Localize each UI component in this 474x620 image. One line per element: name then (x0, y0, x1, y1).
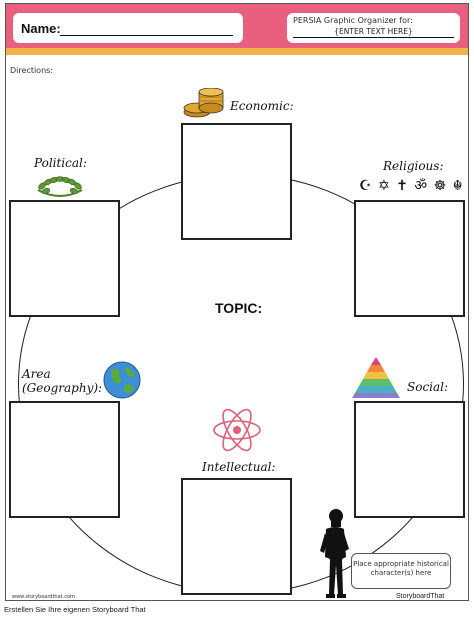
name-line (60, 35, 233, 36)
directions-label: Directions: (10, 66, 54, 75)
religious-label: Religious: (383, 159, 444, 173)
economic-box[interactable] (181, 123, 292, 240)
character-note: Place appropriate historical character(s… (351, 553, 451, 589)
social-label: Social: (407, 380, 449, 394)
website-label: www.storyboardthat.com (12, 594, 75, 600)
coins-icon (183, 88, 224, 118)
footer-text[interactable]: Erstellen Sie Ihre eigenen Storyboard Th… (4, 605, 146, 614)
organizer-value[interactable]: {ENTER TEXT HERE} (293, 27, 454, 38)
atom-icon (213, 408, 261, 452)
religious-box[interactable] (354, 200, 465, 317)
intellectual-box[interactable] (181, 478, 292, 595)
religious-symbols-icon: ☪ ✡ ✝ ॐ ☸ ☬ (359, 178, 464, 194)
storyboardthat-logo: StoryboardThat (396, 593, 445, 600)
character-silhouette-icon (320, 509, 349, 598)
political-label: Political: (34, 156, 87, 170)
laurel-wreath-icon (37, 176, 83, 197)
name-field[interactable]: Name: (13, 13, 243, 43)
area-box[interactable] (9, 401, 120, 518)
header-stripe (6, 48, 468, 55)
political-box[interactable] (9, 200, 120, 317)
organizer-title: PERSIA Graphic Organizer for: (293, 16, 413, 25)
social-box[interactable] (354, 401, 465, 518)
topic-label: TOPIC: (215, 300, 263, 316)
organizer-title-field[interactable]: PERSIA Graphic Organizer for: {ENTER TEX… (287, 13, 460, 43)
globe-icon (103, 361, 141, 399)
area-label: Area (Geography): (22, 367, 103, 395)
intellectual-label: Intellectual: (202, 460, 276, 474)
worksheet: Name: PERSIA Graphic Organizer for: {ENT… (5, 3, 469, 601)
social-pyramid-icon (352, 357, 400, 398)
header-bar: Name: PERSIA Graphic Organizer for: {ENT… (6, 4, 468, 48)
name-label: Name: (21, 21, 61, 36)
economic-label: Economic: (230, 99, 294, 113)
